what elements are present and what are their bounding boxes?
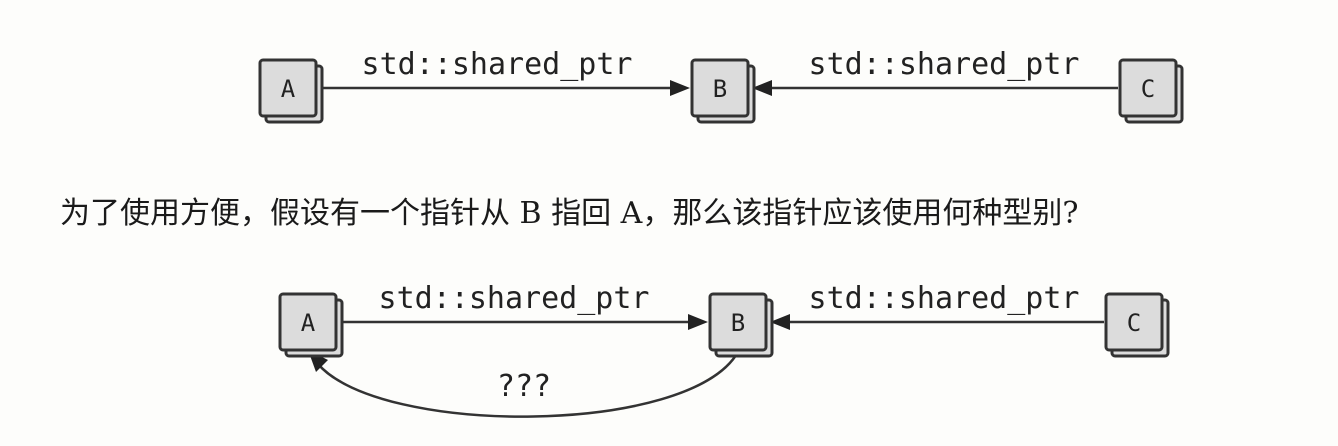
bottom-node-a-label: A — [301, 309, 316, 337]
bottom-edge-a-to-b-label: std::shared_ptr — [379, 281, 650, 316]
bottom-arrowhead-b-right — [770, 314, 790, 330]
bottom-edge-c-to-b-label: std::shared_ptr — [809, 281, 1080, 316]
bottom-arrowhead-b-left — [688, 314, 708, 330]
bottom-node-c-label: C — [1127, 309, 1141, 337]
top-edge-a-to-b-label: std::shared_ptr — [362, 47, 633, 82]
top-arrowhead-b-left — [670, 80, 690, 96]
bottom-node-a: A — [278, 292, 344, 358]
bottom-edge-b-to-a — [317, 351, 740, 418]
top-node-b-label: B — [713, 75, 727, 103]
bottom-node-c: C — [1104, 292, 1170, 358]
top-diagram: std::shared_ptr std::shared_ptr A B C — [258, 47, 1184, 124]
top-edge-c-to-b-label: std::shared_ptr — [809, 47, 1080, 82]
top-node-c-label: C — [1141, 75, 1155, 103]
bottom-diagram: std::shared_ptr std::shared_ptr ??? A B — [278, 281, 1170, 418]
bottom-node-b: B — [708, 292, 774, 358]
top-node-a-label: A — [281, 75, 296, 103]
top-node-a: A — [258, 58, 324, 124]
bottom-edge-b-to-a-label: ??? — [497, 369, 551, 404]
bottom-node-b-label: B — [731, 309, 745, 337]
top-node-c: C — [1118, 58, 1184, 124]
top-node-b: B — [690, 58, 756, 124]
caption-text: 为了使用方便，假设有一个指针从 B 指回 A，那么该指针应该使用何种型别? — [60, 196, 1079, 231]
top-arrowhead-b-right — [752, 80, 772, 96]
